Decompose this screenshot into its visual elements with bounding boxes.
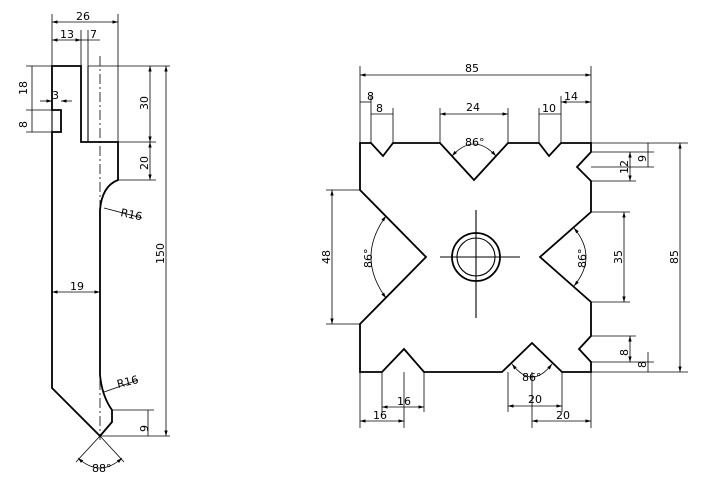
dim-bottom-left-outer: 16	[373, 409, 387, 422]
dim-second-height: 20	[138, 156, 151, 170]
die-block-outline	[359, 142, 592, 373]
dim-overall-width: 85	[465, 62, 479, 75]
dim-left-v-height: 48	[320, 250, 333, 264]
dim-bottom-right-inner: 20	[528, 393, 542, 406]
dim-tip-height: 9	[138, 425, 151, 432]
punch-groove-line	[84, 66, 89, 143]
angle-arc	[451, 143, 497, 157]
dim-top-left-width: 8	[376, 102, 383, 115]
dim-tip-angle: 88°	[92, 462, 112, 475]
dim-left-v-angle: 86°	[362, 249, 375, 269]
dim-bottom-right-outer: 20	[556, 409, 570, 422]
angle-arc	[573, 227, 587, 287]
die-block-view: 85 8 8 24 86° 10 14 9 12 48	[320, 62, 688, 428]
dim-top-center-angle: 86°	[465, 136, 485, 149]
dim-right-notch-height: 12	[618, 160, 631, 174]
dim-radius-upper: R16	[119, 206, 143, 223]
punch-profile-view: 26 13 7 18 3 8 30 20 R16 19 R16	[17, 10, 170, 475]
dim-total-height: 150	[154, 243, 167, 264]
dim-top-right-width: 10	[542, 102, 556, 115]
angle-arc	[370, 215, 387, 299]
dim-lower-right-offset: 8	[636, 361, 649, 368]
dim-right-v-angle: 86°	[576, 249, 589, 269]
dim-web-width: 19	[70, 280, 84, 293]
dim-overall-height: 85	[668, 250, 681, 264]
dim-tongue-lower: 8	[17, 121, 30, 128]
dim-top-left-offset: 8	[367, 90, 374, 103]
dim-top-right-offset: 14	[564, 90, 578, 103]
dim-upper-height: 30	[138, 96, 151, 110]
dim-right-notch-offset: 9	[636, 155, 649, 162]
dim-right-v-height: 35	[612, 250, 625, 264]
leader-line	[103, 379, 139, 393]
dim-radius-lower: R16	[116, 373, 140, 391]
dim-top-center-width: 24	[466, 101, 480, 114]
ext-line	[99, 435, 125, 463]
dim-top-width: 26	[76, 10, 90, 23]
dim-tongue-depth: 3	[52, 89, 59, 102]
dim-tongue-height: 18	[17, 81, 30, 95]
angle-arc	[77, 457, 123, 469]
leader-line	[103, 207, 143, 219]
dim-top-right: 7	[90, 28, 97, 41]
punch-outline	[51, 65, 119, 438]
dim-top-left: 13	[60, 28, 74, 41]
ext-line	[75, 435, 101, 463]
dim-lower-right-notch: 8	[618, 349, 631, 356]
